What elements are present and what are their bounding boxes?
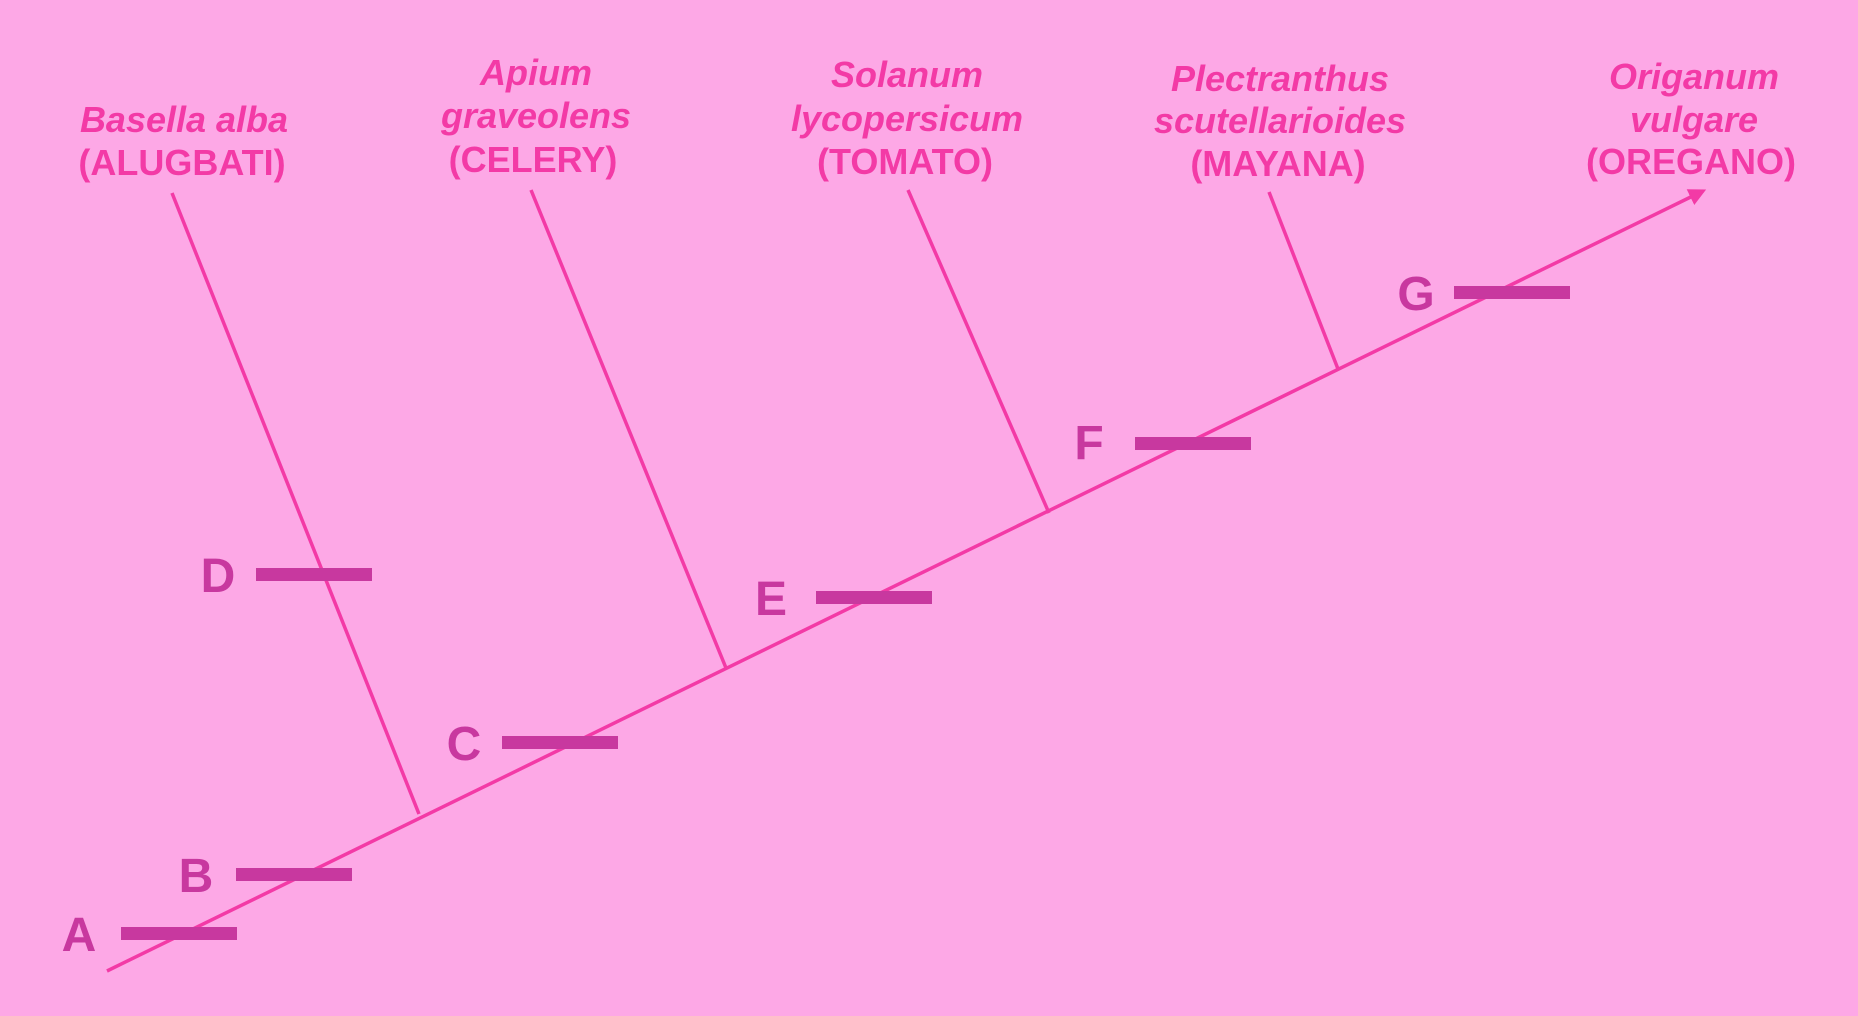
character-letters: A B C D E F G: [62, 268, 1435, 962]
taxon-origanum-genus: Origanum: [1609, 56, 1779, 97]
main-axis-line: [106, 189, 1707, 973]
taxon-labels: Basella alba (ALUGBATI) Apium graveolens…: [78, 52, 1796, 184]
taxon-apium: Apium graveolens (CELERY): [440, 52, 631, 180]
letter-d: D: [201, 550, 236, 603]
taxon-apium-genus: Apium: [479, 52, 592, 93]
letter-e: E: [755, 573, 787, 626]
character-markers: [121, 286, 1570, 940]
taxon-basella: Basella alba (ALUGBATI): [78, 99, 288, 183]
letter-a: A: [62, 909, 97, 962]
taxon-origanum-species: vulgare: [1630, 99, 1758, 140]
marker-b: [236, 868, 352, 881]
letter-g: G: [1397, 268, 1434, 321]
branch-apium: [529, 189, 728, 669]
taxon-solanum-genus: Solanum: [831, 54, 983, 95]
taxon-plectranthus-common-name: (MAYANA): [1190, 143, 1365, 184]
taxon-origanum-common-name: (OREGANO): [1586, 141, 1796, 182]
taxon-origanum: Origanum vulgare (OREGANO): [1586, 56, 1796, 182]
taxon-basella-common-name: (ALUGBATI): [78, 142, 285, 183]
branches: [106, 189, 1707, 973]
marker-d: [256, 568, 372, 581]
taxon-apium-common-name: (CELERY): [449, 139, 618, 180]
marker-a: [121, 927, 237, 940]
taxon-basella-scientific-name: Basella alba: [80, 99, 288, 140]
letter-b: B: [179, 850, 214, 903]
taxon-plectranthus-species: scutellarioides: [1154, 100, 1406, 141]
taxon-plectranthus-genus: Plectranthus: [1171, 58, 1389, 99]
taxon-apium-species: graveolens: [440, 95, 631, 136]
marker-c: [502, 736, 618, 749]
branch-plectranthus: [1267, 191, 1340, 370]
branch-solanum: [906, 189, 1051, 514]
letter-c: C: [447, 718, 482, 771]
taxon-solanum-common-name: (TOMATO): [817, 141, 993, 182]
letter-f: F: [1074, 417, 1103, 470]
taxon-plectranthus: Plectranthus scutellarioides (MAYANA): [1154, 58, 1406, 184]
taxon-solanum: Solanum lycopersicum (TOMATO): [791, 54, 1023, 182]
marker-e: [816, 591, 932, 604]
branch-basella: [170, 192, 421, 815]
taxon-solanum-species: lycopersicum: [791, 98, 1023, 139]
marker-f: [1135, 437, 1251, 450]
marker-g: [1454, 286, 1570, 299]
